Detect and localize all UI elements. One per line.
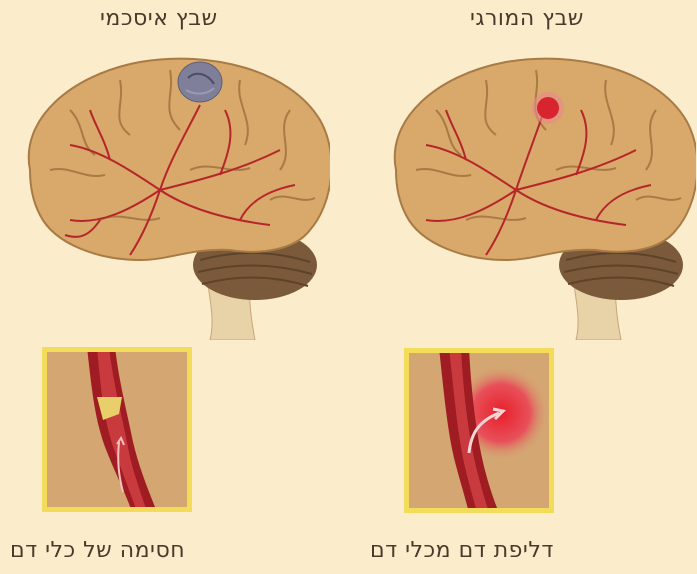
leaking-vessel-inset [404, 348, 554, 513]
leaking-vessel-icon [409, 353, 549, 508]
hemorrhagic-brain-illustration [376, 50, 696, 340]
ischemic-caption: חסימה של כלי דם [10, 538, 185, 563]
blocked-vessel-icon [47, 352, 187, 507]
blocked-vessel-inset [42, 347, 192, 512]
blood-clot-icon [178, 62, 222, 102]
hemorrhagic-caption: דליפת דם מכלי דם [370, 538, 554, 563]
hemorrhagic-stroke-title: שבץ המורגי [470, 6, 584, 31]
bleeding-spot-icon [537, 97, 559, 119]
ischemic-brain-illustration [10, 50, 330, 340]
ischemic-stroke-title: שבץ איסכמי [100, 6, 218, 31]
